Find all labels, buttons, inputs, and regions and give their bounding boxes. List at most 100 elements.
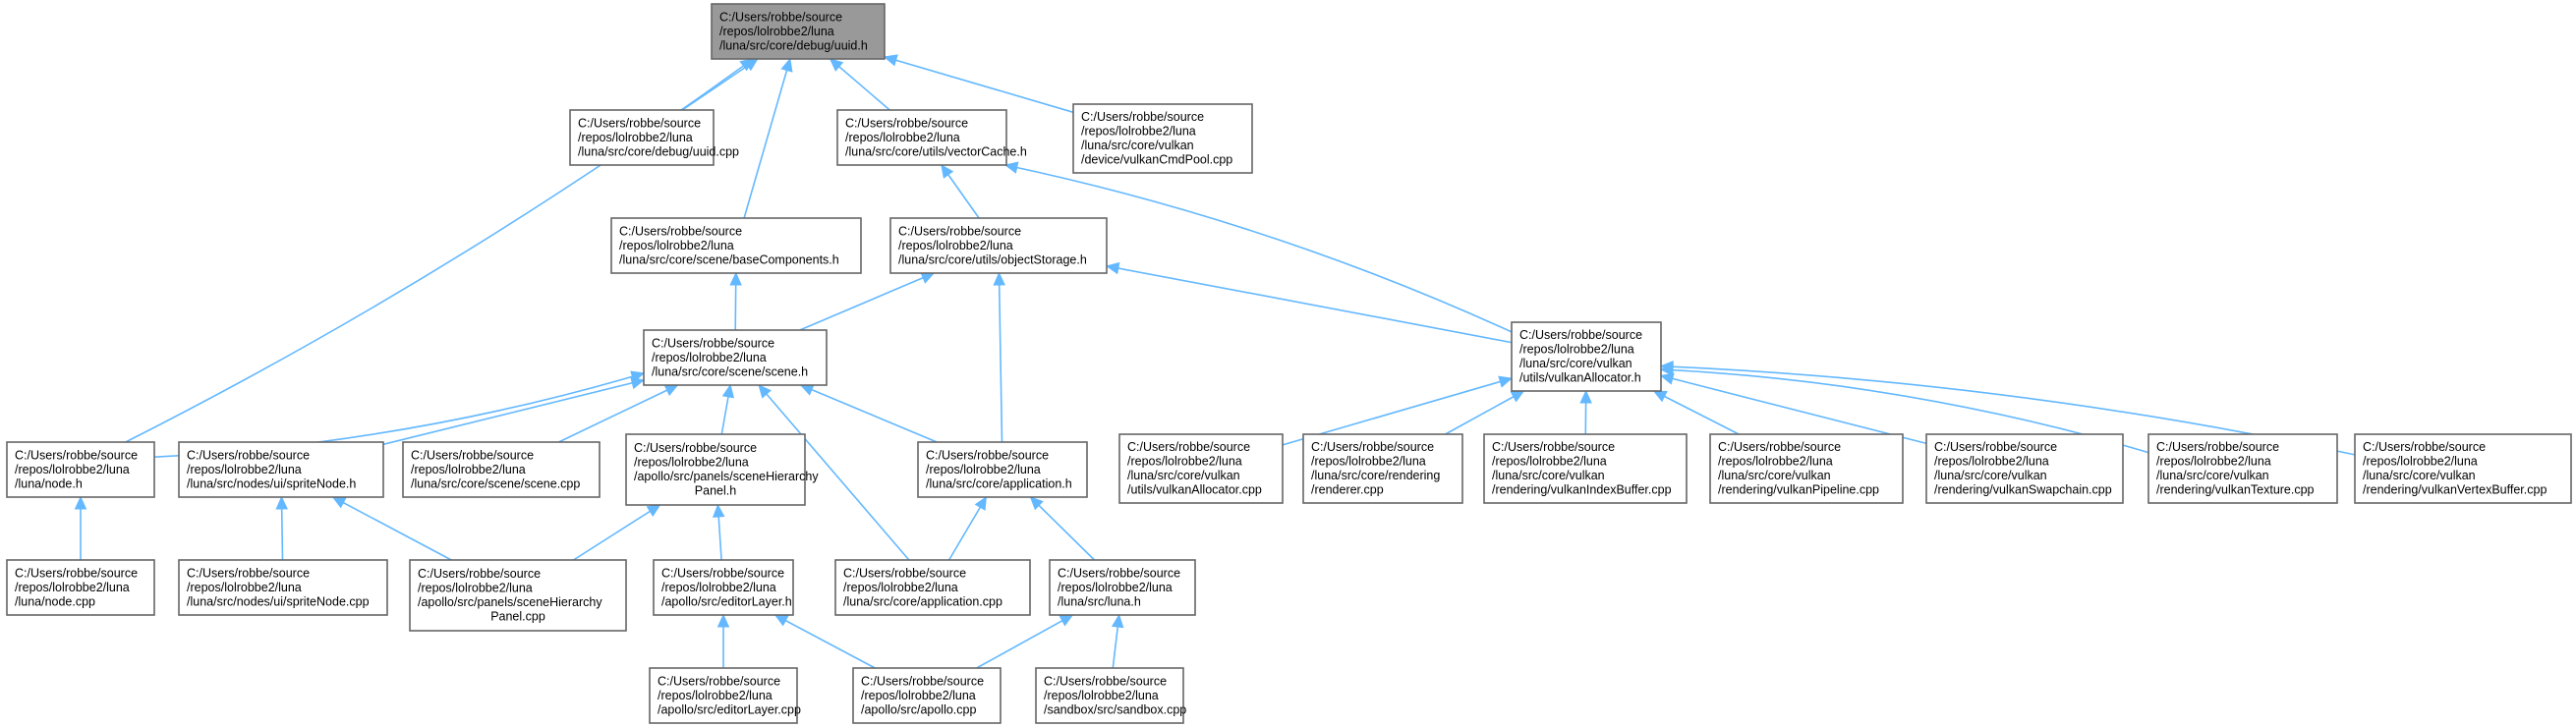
node-box[interactable] xyxy=(2354,433,2572,504)
node-sceneHierarchyPanel-cpp[interactable]: C:/Users/robbe/source/repos/lolrobbe2/lu… xyxy=(409,559,627,632)
node-editorLayer-h[interactable]: C:/Users/robbe/source/repos/lolrobbe2/lu… xyxy=(653,559,794,616)
node-label-line: C:/Users/robbe/source xyxy=(2363,440,2486,454)
node-vulkanTexture-cpp[interactable]: C:/Users/robbe/source/repos/lolrobbe2/lu… xyxy=(2147,433,2338,504)
node-uuid-cpp[interactable]: C:/Users/robbe/source/repos/lolrobbe2/lu… xyxy=(569,109,739,166)
node-label-line: C:/Users/robbe/source xyxy=(1519,328,1642,342)
node-scene-h[interactable]: C:/Users/robbe/source/repos/lolrobbe2/lu… xyxy=(643,329,828,386)
node-box[interactable] xyxy=(917,441,1088,498)
node-box[interactable] xyxy=(643,329,828,386)
node-box[interactable] xyxy=(889,217,1108,274)
node-label-line: C:/Users/robbe/source xyxy=(15,448,138,462)
node-label-line: C:/Users/robbe/source xyxy=(619,224,742,238)
node-node-h[interactable]: C:/Users/robbe/source/repos/lolrobbe2/lu… xyxy=(6,441,155,498)
node-box[interactable] xyxy=(1049,559,1196,616)
node-label-line: /rendering/vulkanVertexBuffer.cpp xyxy=(2363,483,2547,497)
node-scene-cpp[interactable]: C:/Users/robbe/source/repos/lolrobbe2/lu… xyxy=(402,441,601,498)
node-box[interactable] xyxy=(1118,433,1284,504)
node-label-line: /luna/src/core/debug/uuid.h xyxy=(719,38,868,52)
node-box[interactable] xyxy=(6,559,155,616)
node-application-h[interactable]: C:/Users/robbe/source/repos/lolrobbe2/lu… xyxy=(917,441,1088,498)
node-node-cpp[interactable]: C:/Users/robbe/source/repos/lolrobbe2/lu… xyxy=(6,559,155,616)
node-application-cpp[interactable]: C:/Users/robbe/source/repos/lolrobbe2/lu… xyxy=(834,559,1031,616)
node-editorLayer-cpp[interactable]: C:/Users/robbe/source/repos/lolrobbe2/lu… xyxy=(649,667,801,724)
node-label-line: C:/Users/robbe/source xyxy=(15,566,138,580)
node-label-line: /repos/lolrobbe2/luna xyxy=(1492,455,1607,469)
node-label-line: /apollo/src/apollo.cpp xyxy=(861,702,976,716)
edge-apollo_cpp-to-editorLayer_h xyxy=(774,614,876,669)
node-box[interactable] xyxy=(178,441,384,498)
node-box[interactable] xyxy=(610,217,862,274)
node-vulkanVertexBuffer-cpp[interactable]: C:/Users/robbe/source/repos/lolrobbe2/lu… xyxy=(2354,433,2572,504)
node-uuid-h[interactable]: C:/Users/robbe/source/repos/lolrobbe2/lu… xyxy=(711,3,886,60)
node-box[interactable] xyxy=(834,559,1031,616)
node-vulkanAllocator-h[interactable]: C:/Users/robbe/source/repos/lolrobbe2/lu… xyxy=(1511,321,1662,392)
node-sandbox-cpp[interactable]: C:/Users/robbe/source/repos/lolrobbe2/lu… xyxy=(1035,667,1186,724)
node-label-line: /luna/src/core/application.cpp xyxy=(843,594,1002,608)
node-box[interactable] xyxy=(1709,433,1904,504)
node-box[interactable] xyxy=(653,559,794,616)
node-baseComponents-h[interactable]: C:/Users/robbe/source/repos/lolrobbe2/lu… xyxy=(610,217,862,274)
node-box[interactable] xyxy=(1483,433,1688,504)
node-label-line: C:/Users/robbe/source xyxy=(898,224,1021,238)
node-box[interactable] xyxy=(569,109,715,166)
node-label-line: /luna/src/core/utils/vectorCache.h xyxy=(845,144,1027,158)
edge-arrowhead xyxy=(1659,360,1674,373)
node-label-line: C:/Users/robbe/source xyxy=(578,116,701,130)
node-box[interactable] xyxy=(1035,667,1184,724)
edge-arrowhead xyxy=(883,54,898,67)
node-label-line: /repos/lolrobbe2/luna xyxy=(1718,455,1833,469)
node-box[interactable] xyxy=(1511,321,1662,392)
node-box[interactable] xyxy=(836,109,1007,166)
node-label-line: C:/Users/robbe/source xyxy=(418,567,541,581)
node-label-line: /repos/lolrobbe2/luna xyxy=(861,689,976,702)
node-box[interactable] xyxy=(649,667,798,724)
node-apollo-cpp[interactable]: C:/Users/robbe/source/repos/lolrobbe2/lu… xyxy=(852,667,1002,724)
node-label-line: /luna/src/core/vulkan xyxy=(1519,357,1632,370)
node-label-line: /repos/lolrobbe2/luna xyxy=(634,456,749,470)
node-box[interactable] xyxy=(1925,433,2124,504)
node-vulkanCmdPool-cpp[interactable]: C:/Users/robbe/source/repos/lolrobbe2/lu… xyxy=(1072,103,1253,174)
node-vulkanSwapchain-cpp[interactable]: C:/Users/robbe/source/repos/lolrobbe2/lu… xyxy=(1925,433,2124,504)
node-box[interactable] xyxy=(625,433,806,506)
node-spriteNode-cpp[interactable]: C:/Users/robbe/source/repos/lolrobbe2/lu… xyxy=(178,559,388,616)
node-label-line: /rendering/vulkanSwapchain.cpp xyxy=(1934,483,2112,497)
node-vulkanPipeline-cpp[interactable]: C:/Users/robbe/source/repos/lolrobbe2/lu… xyxy=(1709,433,1904,504)
node-box[interactable] xyxy=(1302,433,1463,504)
node-objectStorage-h[interactable]: C:/Users/robbe/source/repos/lolrobbe2/lu… xyxy=(889,217,1108,274)
node-vulkanAllocator-cpp[interactable]: C:/Users/robbe/source/repos/lolrobbe2/lu… xyxy=(1118,433,1284,504)
node-label-line: /rendering/vulkanIndexBuffer.cpp xyxy=(1492,483,1672,497)
node-box[interactable] xyxy=(1072,103,1253,174)
node-label-line: /repos/lolrobbe2/luna xyxy=(187,463,302,476)
node-box[interactable] xyxy=(711,3,886,60)
node-vectorCache-h[interactable]: C:/Users/robbe/source/repos/lolrobbe2/lu… xyxy=(836,109,1027,166)
edge-arrowhead xyxy=(974,495,988,511)
edge-arrowhead xyxy=(1111,613,1124,629)
node-label-line: Panel.h xyxy=(695,484,736,498)
node-box[interactable] xyxy=(409,559,627,632)
node-box[interactable] xyxy=(6,441,155,498)
node-renderer-cpp[interactable]: C:/Users/robbe/source/repos/lolrobbe2/lu… xyxy=(1302,433,1463,504)
node-box[interactable] xyxy=(2147,433,2338,504)
node-vulkanIndexBuffer-cpp[interactable]: C:/Users/robbe/source/repos/lolrobbe2/lu… xyxy=(1483,433,1688,504)
edge-arrowhead xyxy=(716,613,730,628)
node-label-line: /luna/src/core/utils/objectStorage.h xyxy=(898,252,1087,266)
node-sceneHierarchyPanel-h[interactable]: C:/Users/robbe/source/repos/lolrobbe2/lu… xyxy=(625,433,819,506)
node-label-line: /repos/lolrobbe2/luna xyxy=(619,239,734,252)
node-label-line: /apollo/src/editorLayer.cpp xyxy=(658,702,801,716)
node-label-line: /repos/lolrobbe2/luna xyxy=(1058,581,1173,594)
node-label-line: /repos/lolrobbe2/luna xyxy=(661,581,776,594)
node-box[interactable] xyxy=(852,667,1002,724)
node-spriteNode-h[interactable]: C:/Users/robbe/source/repos/lolrobbe2/lu… xyxy=(178,441,384,498)
edge-arrowhead xyxy=(941,164,954,179)
node-label-line: /repos/lolrobbe2/luna xyxy=(1044,689,1159,702)
edge-arrowhead xyxy=(1059,614,1074,627)
edge-arrowhead xyxy=(74,495,87,510)
node-box[interactable] xyxy=(402,441,601,498)
edge-vulkanCmdPool_cpp-to-uuid_h xyxy=(884,56,1074,114)
node-box[interactable] xyxy=(178,559,388,616)
node-luna-h[interactable]: C:/Users/robbe/source/repos/lolrobbe2/lu… xyxy=(1049,559,1196,616)
node-label-line: /repos/lolrobbe2/luna xyxy=(1519,343,1634,357)
node-label-line: C:/Users/robbe/source xyxy=(1718,440,1841,454)
edge-spriteNode_h-to-scene_h xyxy=(382,379,645,446)
node-label-line: C:/Users/robbe/source xyxy=(1081,110,1204,124)
